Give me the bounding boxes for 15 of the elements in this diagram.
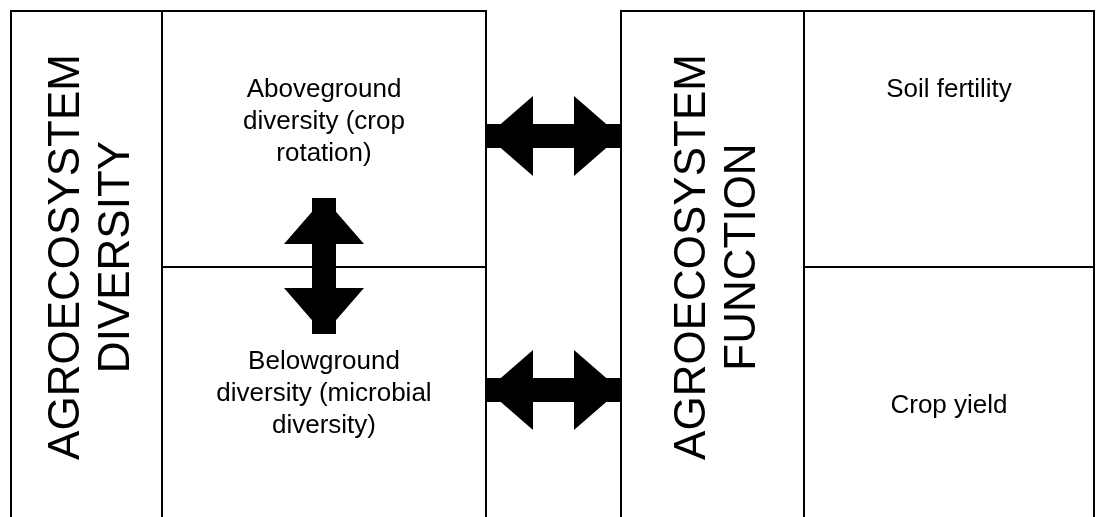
content-box xyxy=(161,10,487,268)
rotated-heading: AGROECOSYSTEM FUNCTION xyxy=(664,53,765,462)
category-column xyxy=(620,10,805,517)
box-text: Crop yield xyxy=(889,388,1009,420)
box-text: Soil fertility xyxy=(885,72,1013,104)
box-text: Belowground diversity (microbial diversity) xyxy=(215,344,433,440)
rotated-heading: AGROECOSYSTEM DIVERSITY xyxy=(38,53,139,462)
double-arrow xyxy=(284,198,364,334)
content-box xyxy=(803,10,1095,268)
box-text: Aboveground diversity (crop rotation) xyxy=(242,72,406,168)
content-box xyxy=(803,266,1095,517)
category-column xyxy=(10,10,163,517)
double-arrow xyxy=(487,96,620,176)
content-box xyxy=(161,266,487,517)
double-arrow xyxy=(487,350,620,430)
